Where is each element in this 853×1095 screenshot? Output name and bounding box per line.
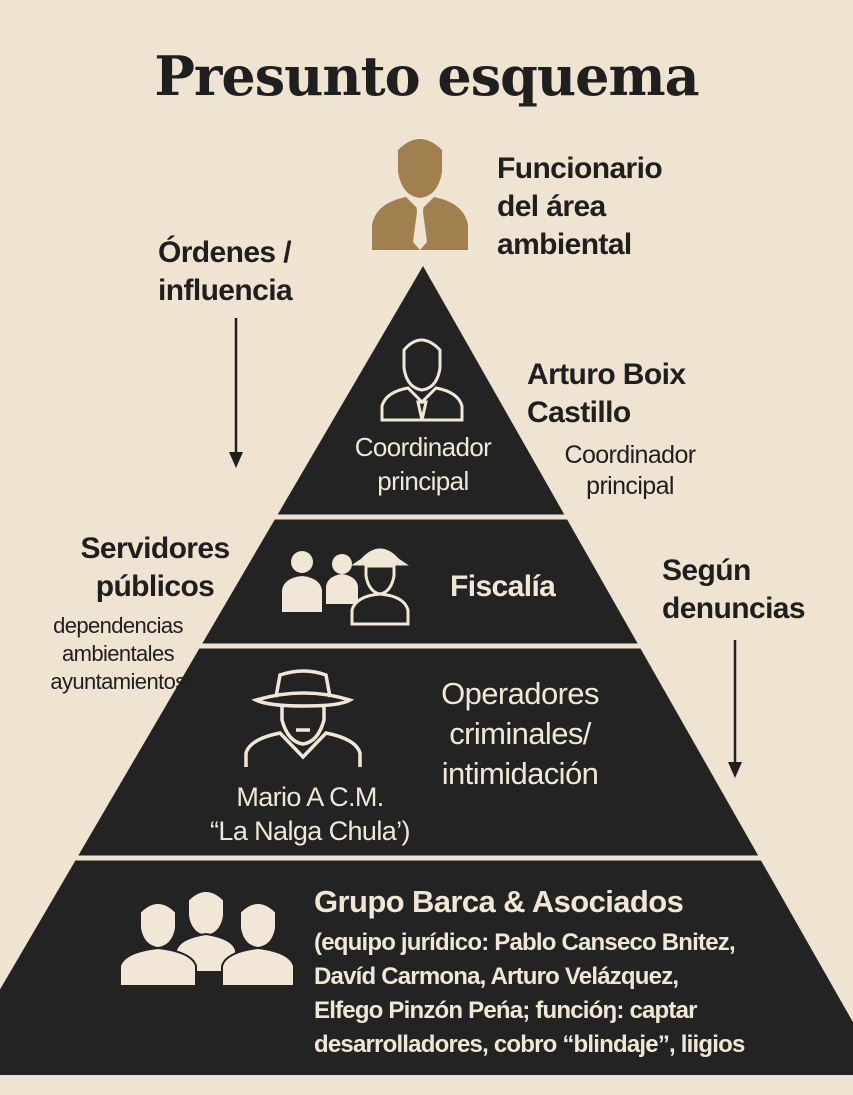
label-line: ambientales <box>61 641 175 666</box>
label-line: principal <box>586 472 674 500</box>
coordinator-icon <box>380 338 464 422</box>
grupo-barca-details: (equipo jurídico: Pablo Canseco Bnitez, … <box>314 926 745 1062</box>
label-line: influencia <box>158 274 293 307</box>
arrow-down-right-icon <box>728 640 742 778</box>
label-line: Davíd Carmona, Arturo Velázquez, <box>314 963 679 990</box>
label-line: desarrolladores, cobro “blindaje”, liigi… <box>314 1031 745 1058</box>
hat-man-icon <box>244 669 362 767</box>
label-line: principal <box>377 466 469 496</box>
label-line: “La Nalga Chula’) <box>210 816 411 846</box>
coordinator-inner-label: Coordinador principal <box>320 430 526 498</box>
label-line: intimidación <box>441 756 599 791</box>
per-complaints-label: Según denuncias <box>662 552 806 628</box>
top-official-label: Funcionario del área ambiental <box>497 150 663 264</box>
label-line: del área <box>497 190 606 223</box>
mario-label: Mario A C.M. “La Nalga Chula’) <box>190 780 430 848</box>
label-line: Mario A C.M. <box>236 782 384 812</box>
label-line: Elfego Pinzón Peńa; funcióŋ: captar <box>314 997 698 1024</box>
label-line: Operadores <box>441 676 599 711</box>
label-line: dependencias <box>53 613 183 638</box>
public-servants-sub: dependencias ambientales ayuntamientos <box>30 612 206 696</box>
official-icon <box>372 139 468 250</box>
page-title: Presunto esquema <box>154 44 699 108</box>
arrow-down-left-icon <box>229 318 243 468</box>
label-line: Castillo <box>527 396 631 429</box>
orders-influence-label: Órdenes / influencia <box>158 234 293 310</box>
label-line: ambiental <box>497 228 632 261</box>
label-line: Coordinador <box>564 441 697 469</box>
label-line: denuncias <box>662 592 806 625</box>
label-line: Según <box>662 554 751 587</box>
public-servants-title: Servidores públicos <box>62 530 248 606</box>
label-line: Servidores <box>80 532 230 565</box>
label-line: Coordinador <box>354 432 492 462</box>
criminal-operators-label: Operadores criminales/ intimidación <box>420 674 620 794</box>
coordinator-name: Arturo Boix Castillo <box>527 356 686 432</box>
label-line: (equipo jurídico: Pablo Canseco Bnitez, <box>314 929 736 956</box>
fiscalia-label: Fiscalía <box>450 570 556 603</box>
pyramid <box>0 266 853 1075</box>
label-line: Funcionario <box>497 152 663 185</box>
grupo-barca-title: Grupo Barca & Asociados <box>314 884 684 919</box>
label-line: Arturo Boix <box>527 358 686 391</box>
legal-team-icon <box>119 890 295 987</box>
prosecutors-icon <box>282 551 358 612</box>
label-line: Órdenes / <box>158 236 292 269</box>
label-line: ayuntamientos <box>50 669 186 694</box>
label-line: criminales/ <box>449 716 591 751</box>
officer-icon <box>350 548 410 626</box>
coordinator-role: Coordinador principal <box>540 440 720 502</box>
label-line: públicos <box>95 570 215 603</box>
